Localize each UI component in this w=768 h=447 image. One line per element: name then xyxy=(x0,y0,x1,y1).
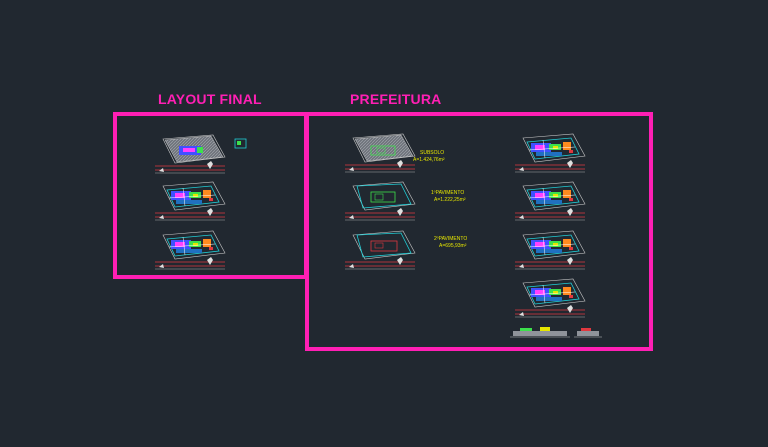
pavimento2-plan[interactable] xyxy=(344,230,416,270)
elevation-strip-2[interactable] xyxy=(574,328,602,338)
prefeitura-drawing-3[interactable] xyxy=(515,231,585,269)
prefeitura-drawing-2[interactable] xyxy=(515,182,585,220)
prefeitura-drawing-1[interactable] xyxy=(515,134,585,172)
layout-final-drawing-3[interactable] xyxy=(155,231,225,269)
prefeitura-frame xyxy=(305,112,653,351)
subsolo-area: A=1.424,76m² xyxy=(413,157,445,163)
prefeitura-drawing-4[interactable] xyxy=(515,279,585,317)
layout-final-drawing-1[interactable] xyxy=(155,135,225,173)
subsolo-label: SUBSOLO xyxy=(420,150,445,156)
prefeitura-title: PREFEITURA xyxy=(350,91,442,107)
layout-final-drawing-2[interactable] xyxy=(155,182,225,220)
pavimento1-label: 1ºPAVIMENTO xyxy=(431,190,465,196)
pavimento2-area: A=695,93m² xyxy=(439,243,467,249)
pavimento2-label: 2ºPAVIMENTO xyxy=(434,236,468,242)
subsolo-plan[interactable] xyxy=(344,133,416,173)
small-block-icon[interactable] xyxy=(234,138,247,149)
pavimento1-area: A=1.222,25m² xyxy=(434,197,466,203)
layout-final-title: LAYOUT FINAL xyxy=(158,91,262,107)
pavimento1-plan[interactable] xyxy=(344,181,416,221)
elevation-strip-1[interactable] xyxy=(510,327,570,338)
